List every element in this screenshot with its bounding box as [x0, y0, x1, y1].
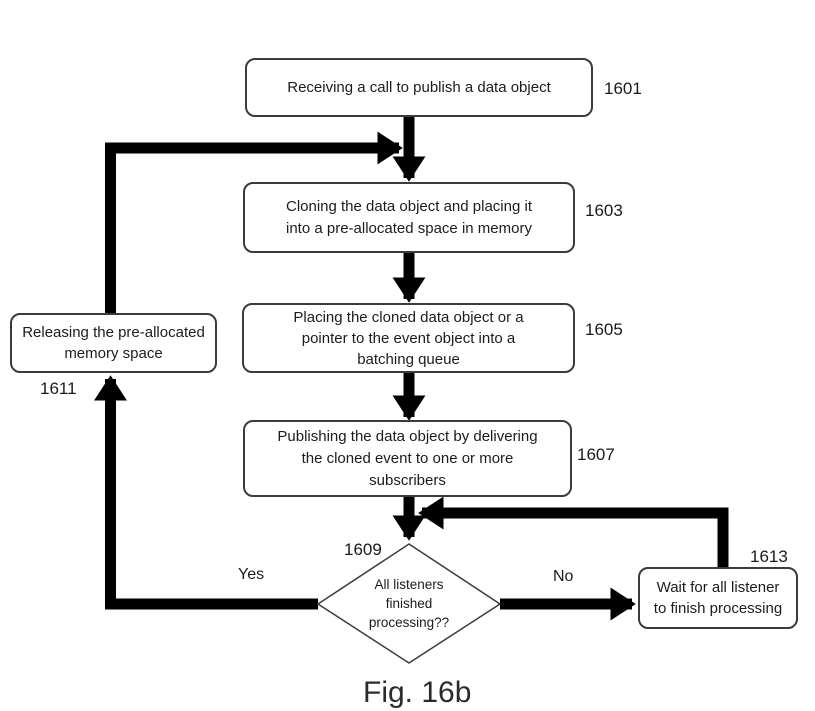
branch-label-no: No [553, 568, 574, 585]
flow-node-1603: Cloning the data object and placing it i… [243, 182, 575, 253]
ref-label-1607: 1607 [577, 445, 615, 464]
decision-diamond-1609 [316, 543, 502, 664]
flow-node-1613: Wait for all listener to finish processi… [638, 567, 798, 629]
ref-label-1601: 1601 [604, 79, 642, 98]
flow-node-1601: Receiving a call to publish a data objec… [245, 58, 593, 117]
arrow-yes-1609-to-1611 [94, 375, 318, 610]
flow-node-1607: Publishing the data object by delivering… [243, 420, 572, 497]
flow-node-1611: Releasing the pre-allocated memory space [10, 313, 217, 373]
flow-node-1613-text: Wait for all listener to finish processi… [653, 579, 783, 617]
flow-node-1605-text: Placing the cloned data object or a poin… [293, 308, 524, 368]
figure-caption: Fig. 16b [363, 676, 472, 709]
ref-label-1605: 1605 [585, 320, 623, 339]
ref-label-1603: 1603 [585, 201, 623, 220]
flow-node-1603-text: Cloning the data object and placing it i… [285, 197, 532, 237]
arrow-loop-1611-to-1603 [105, 131, 403, 314]
flow-node-1607-text: Publishing the data object by delivering… [277, 427, 538, 489]
flow-node-1611-text: Releasing the pre-allocated memory space [22, 324, 205, 362]
ref-label-1611: 1611 [40, 379, 77, 398]
flow-node-1601-text: Receiving a call to publish a data objec… [287, 79, 551, 96]
branch-label-yes: Yes [238, 566, 265, 583]
ref-label-1609: 1609 [344, 540, 382, 559]
flow-node-1605: Placing the cloned data object or a poin… [242, 303, 575, 373]
arrow-loop-1613-to-1609 [418, 496, 729, 568]
flow-node-1609-text: All listeners finished processing?? [368, 576, 450, 630]
ref-label-1613: 1613 [750, 547, 788, 566]
